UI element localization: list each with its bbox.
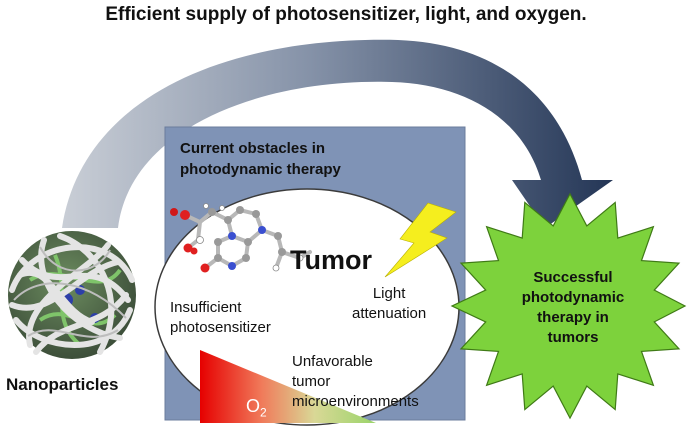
- oxygen-letter: O: [246, 396, 261, 416]
- unfavorable-line: tumor: [292, 373, 331, 390]
- success-line: tumors: [547, 329, 599, 346]
- nanoparticle-ball-icon: [8, 231, 136, 359]
- lightning-bolt-icon: [384, 202, 457, 278]
- oxygen-symbol: O2: [246, 396, 267, 420]
- oxygen-gradient-wedge: [200, 350, 376, 423]
- light-line: Light: [372, 285, 406, 302]
- molecule-atoms: [170, 203, 304, 273]
- success-line: photodynamic: [521, 289, 625, 306]
- main-title: Efficient supply of photosensitizer, lig…: [105, 4, 587, 25]
- success-line: therapy in: [537, 309, 609, 326]
- insufficient-photosensitizer-label: Insufficient photosensitizer: [170, 298, 271, 338]
- obstacles-heading-line: photodynamic therapy: [180, 161, 341, 178]
- success-label: Successful photodynamic therapy in tumor…: [498, 268, 648, 348]
- tumor-label: Tumor: [290, 245, 372, 275]
- curved-arrow-icon: [62, 39, 613, 228]
- obstacles-heading: Current obstacles in photodynamic therap…: [180, 138, 341, 180]
- light-line: attenuation: [352, 305, 427, 322]
- obstacles-heading-line: Current obstacles in: [180, 140, 326, 157]
- insufficient-line: Insufficient: [170, 299, 242, 316]
- insufficient-line: photosensitizer: [170, 319, 271, 336]
- success-line: Successful: [533, 269, 613, 286]
- light-attenuation-label: Light attenuation: [352, 284, 426, 324]
- nanoparticles-label: Nanoparticles: [6, 375, 119, 394]
- oxygen-subscript: 2: [260, 405, 267, 420]
- starburst-icon: [450, 192, 687, 420]
- unfavorable-line: microenvironments: [292, 393, 419, 410]
- unfavorable-microenvironment-label: Unfavorable tumor microenvironments: [292, 352, 419, 412]
- unfavorable-line: Unfavorable: [292, 353, 373, 370]
